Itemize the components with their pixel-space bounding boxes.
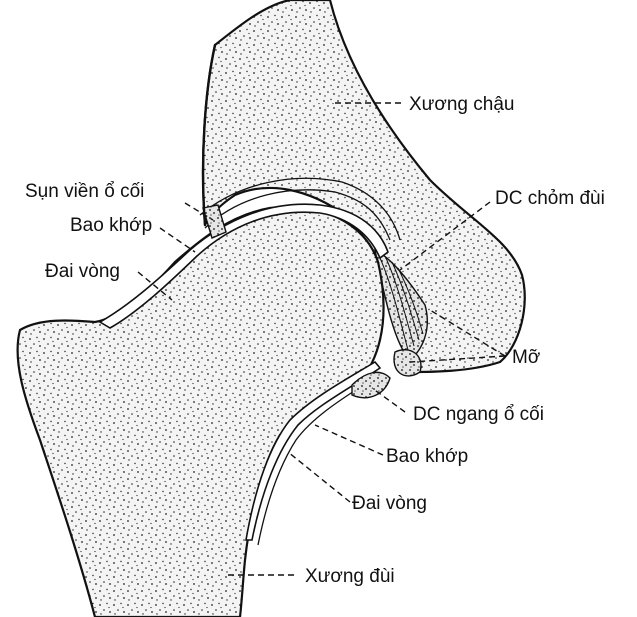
label-bao-khop-bottom: Bao khớp	[386, 446, 468, 467]
acetabular-labrum	[203, 205, 226, 238]
leader-bao-khop-bottom	[315, 425, 383, 455]
label-xuong-chau: Xương chậu	[409, 94, 514, 115]
label-dc-ngang-o-coi: DC ngang ổ cối	[413, 404, 544, 425]
label-dai-vong-top: Đai vòng	[45, 261, 120, 282]
label-bao-khop-top: Bao khớp	[70, 215, 152, 236]
label-dc-chom-dui: DC chỏm đùi	[495, 188, 605, 209]
leader-dai-vong-bottom	[288, 452, 350, 502]
leader-dc-ngang	[372, 388, 405, 412]
label-mo: Mỡ	[512, 347, 540, 368]
label-sun-vien-o-coi: Sụn viền ổ cối	[25, 181, 144, 202]
label-xuong-dui: Xương đùi	[305, 566, 395, 587]
label-dai-vong-bottom: Đai vòng	[352, 493, 427, 514]
